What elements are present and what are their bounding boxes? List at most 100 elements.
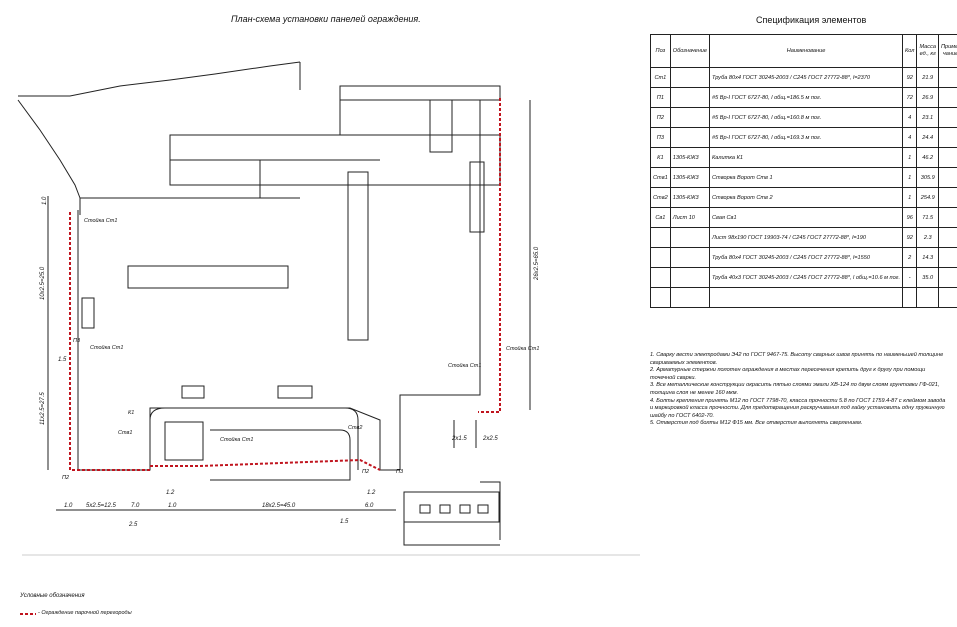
label-p3-b: П3 xyxy=(396,469,404,475)
spec-cell-qty: 92 xyxy=(901,67,918,88)
dim-1-0-c: 1.0 xyxy=(168,503,177,509)
spec-header-row: Поз Обозначение Наименование Кол Масса е… xyxy=(650,34,957,68)
spec-cell-mass: 71.5 xyxy=(916,207,939,228)
spec-cell-pos xyxy=(650,267,671,288)
interior-block-c xyxy=(164,421,204,461)
spec-row: П2#5 Вр-I ГОСТ 6727-80, l общ.=160.8 м п… xyxy=(650,107,957,128)
note-4: 4. Болты крепления принять М12 по ГОСТ 7… xyxy=(650,397,946,419)
legend-item: - Ограждение парочной перегороды xyxy=(38,610,132,616)
spec-cell-pos: Ст1 xyxy=(650,67,671,88)
spec-cell-name: Калитка К1 xyxy=(709,147,903,168)
spec-cell-mass: 35.0 xyxy=(916,267,939,288)
spec-cell-designation xyxy=(669,287,711,308)
spec-cell-designation xyxy=(669,247,711,268)
col-name: Наименование xyxy=(709,34,903,68)
label-p2-b: П2 xyxy=(362,469,370,475)
dim-18x25: 18х2.5=45.0 xyxy=(262,503,296,509)
interior-block-small xyxy=(469,161,485,233)
spec-cell-qty: 1 xyxy=(901,187,918,208)
spec-title: Спецификация элементов xyxy=(756,15,867,25)
spec-cell-mass xyxy=(916,287,939,308)
spec-cell-designation: 1305-КЖ3 xyxy=(669,167,711,188)
col-pos: Поз xyxy=(650,34,671,68)
spec-cell-qty: 92 xyxy=(901,227,918,248)
fence-line-bottom xyxy=(150,458,381,471)
spec-cell-name: #5 Вр-I ГОСТ 6727-80, l общ.=186.5 м пог… xyxy=(709,87,903,108)
label-stoyka-top: Стойка Ст1 xyxy=(84,218,118,224)
spec-cell-pos xyxy=(650,287,671,308)
col-note: Приме-чание xyxy=(937,34,957,68)
spec-cell-mass: 26.9 xyxy=(916,87,939,108)
spec-cell-mass: 21.9 xyxy=(916,67,939,88)
spec-cell-qty: 96 xyxy=(901,207,918,228)
label-k1: К1 xyxy=(128,410,135,416)
spec-cell-designation: 1305-КЖ3 xyxy=(669,147,711,168)
spec-cell-note xyxy=(937,67,957,88)
dim-right: 26х2.5=65.0 xyxy=(534,246,540,280)
label-stoyka-left: Стойка Ст1 xyxy=(90,345,124,351)
dim-left-top: 10х2.5=25.0 xyxy=(40,266,46,300)
dim-left-bottom: 11х2.5=27.5 xyxy=(40,392,46,425)
terrain-edge xyxy=(18,61,301,97)
spec-cell-mass: 46.2 xyxy=(916,147,939,168)
spec-cell-name: Труба 80х4 ГОСТ 30245-2003 / С245 ГОСТ 2… xyxy=(709,67,903,88)
spec-cell-note xyxy=(937,187,957,208)
col-designation: Обозначение xyxy=(669,34,711,68)
spec-cell-note xyxy=(937,147,957,168)
spec-cell-designation xyxy=(669,87,711,108)
label-stv2: Ств2 xyxy=(348,425,363,431)
dim-1-0: 1.0 xyxy=(42,196,48,205)
dim-1-2: 1.2 xyxy=(166,490,175,496)
dim-5x25: 5х2.5=12.5 xyxy=(86,503,116,509)
spec-cell-pos: К1 xyxy=(650,147,671,168)
spec-row: П3 #5 Вр-I ГОСТ 6727-80, l общ.=169.3 м п… xyxy=(650,127,957,148)
dim-2-5: 2.5 xyxy=(129,522,138,528)
label-stoyka-bottom: Стойка Ст1 xyxy=(220,437,254,443)
spec-cell-qty: 72 xyxy=(901,87,918,108)
spec-cell-note xyxy=(937,227,957,248)
spec-cell-pos xyxy=(650,227,671,248)
note-1: 1. Сварку вести электродами Э42 по ГОСТ … xyxy=(650,352,944,366)
dim-1-2-b: 1.2 xyxy=(367,490,376,496)
spec-cell-note xyxy=(937,167,957,188)
note-5: 5. Отверстия под болты М12 Ф15 мм. Все о… xyxy=(650,420,863,427)
label-stoyka-mid: Стойка Ст1 xyxy=(448,363,482,369)
spec-cell-mass: 24.4 xyxy=(916,127,939,148)
spec-cell-note xyxy=(937,287,957,308)
spec-row: Труба 40х3 ГОСТ 30245-2003 / С245 ГОСТ 2… xyxy=(650,267,957,288)
dim-1-5: 1.5 xyxy=(58,357,67,363)
dim-2x15: 2х1.5 xyxy=(452,436,467,442)
driveway xyxy=(149,407,359,470)
interior-block-b xyxy=(277,385,313,399)
spec-cell-qty xyxy=(901,287,918,308)
spec-cell-name: Свая Св1 xyxy=(709,207,903,228)
spec-cell-name: #5 Вр-I ГОСТ 6727-80, l общ.=169.3 м пог… xyxy=(709,127,903,148)
spec-cell-designation xyxy=(669,227,711,248)
spec-cell-name: Лист 98х190 ГОСТ 19903-74 / С245 ГОСТ 27… xyxy=(709,227,903,248)
note-2: 2. Арматурные стержни полотен ограждения… xyxy=(650,367,926,381)
spec-cell-pos: Ств1 xyxy=(650,167,671,188)
spec-cell-pos: П3 xyxy=(650,127,671,148)
spec-cell-note xyxy=(937,207,957,228)
spec-cell-qty: 2 xyxy=(901,247,918,268)
spec-cell-designation xyxy=(669,107,711,128)
terrain-slope xyxy=(17,99,81,199)
label-stv1: Ств1 xyxy=(118,430,133,436)
spec-cell-mass: 14.3 xyxy=(916,247,939,268)
col-mass: Масса ед., кг xyxy=(916,34,939,68)
dim-2x25: 2х2.5 xyxy=(483,436,498,442)
spec-cell-name: #5 Вр-I ГОСТ 6727-80, l общ.=160.8 м пог… xyxy=(709,107,903,128)
spec-row: П1#5 Вр-I ГОСТ 6727-80, l общ.=186.5 м п… xyxy=(650,87,957,108)
spec-cell-note xyxy=(937,107,957,128)
spec-cell-note xyxy=(937,267,957,288)
dim-7-0: 7.0 xyxy=(131,503,140,509)
spec-cell-qty: 1 xyxy=(901,167,918,188)
spec-cell-mass: 305.9 xyxy=(916,167,939,188)
gate-structure xyxy=(403,491,500,523)
spec-cell-name: Створка Ворот Ств 2 xyxy=(709,187,903,208)
spec-row xyxy=(650,287,957,308)
spec-cell-mass: 2.3 xyxy=(916,227,939,248)
